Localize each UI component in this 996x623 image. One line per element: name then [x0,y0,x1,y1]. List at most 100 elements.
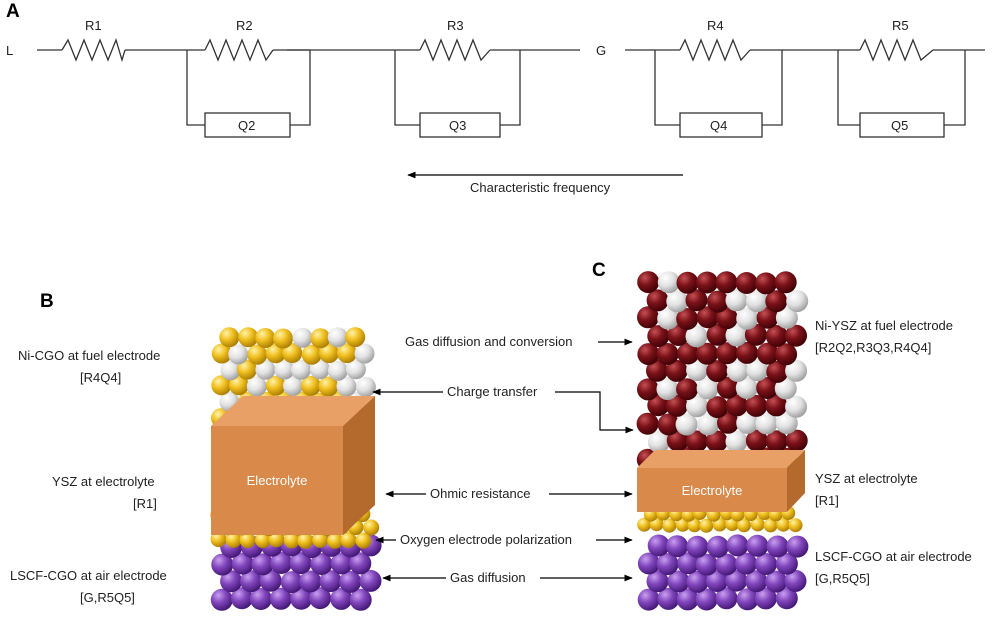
particle [274,359,295,380]
particle [637,552,660,575]
cpe-q2 [204,112,291,138]
particle [255,359,276,380]
particle [211,375,232,396]
cpe-q5-label: Q5 [891,118,908,133]
particle [745,394,768,417]
cell-c-electrolyte-side [787,450,805,512]
particle [696,271,719,294]
particle [707,290,729,313]
particle [705,430,728,453]
frequency-label: Characteristic frequency [470,180,611,195]
r2-q2-parallel-wires [186,49,311,126]
particle [270,552,293,574]
r5-q5-parallel-wires [837,49,966,126]
particle [345,359,366,380]
particle [337,343,357,364]
particle [657,413,680,436]
particle [775,412,798,435]
particle [726,359,749,382]
particle [685,325,708,348]
particle [717,411,739,434]
particle [646,289,669,312]
cell-b-fuel-label: Ni-CGO at fuel electrode [18,348,160,363]
r3-q3-parallel-wires [394,49,521,126]
cell-c-air-electrode-particles [637,534,809,611]
particle [220,360,241,381]
resistor-r2 [204,38,274,62]
particle [667,570,690,593]
particle [647,394,670,417]
gas-diffusion-label: Gas diffusion [450,570,526,585]
particle [706,323,729,346]
particle [318,376,339,397]
particle [666,535,689,558]
resistor-r1-label: R1 [85,18,102,33]
particle [695,588,718,611]
particle [283,375,303,396]
terminal-g-label: G [596,43,606,58]
particle [676,308,699,330]
particle [349,552,372,575]
particle [319,343,339,364]
cell-b-electrolyte-front [211,426,343,535]
particle [637,306,659,329]
particle [736,411,759,434]
particle [637,517,652,532]
particle [687,518,702,533]
particle [273,328,293,349]
particle [230,587,253,610]
particle [291,359,311,380]
particle [716,342,739,365]
resistor-r4 [679,38,751,62]
particle [735,272,758,294]
particle [766,360,789,383]
particle [766,535,789,558]
cell-b-air-code: [G,R5Q5] [80,590,135,605]
particle [231,552,254,575]
particle [637,378,659,401]
particle [736,341,758,364]
cell-b-electrolyte-label: YSZ at electrolyte [52,474,155,489]
particle [339,570,362,593]
cell-b-electrolyte-code: [R1] [133,496,157,511]
cell-c-air-label: LSCF-CGO at air electrode [815,549,972,564]
particle [736,588,759,611]
particle [210,588,233,611]
cell-c-electrolyte-top [637,450,805,468]
particle [647,534,670,557]
particle [746,534,769,557]
particle [746,290,768,313]
particle [755,412,778,435]
particle [756,342,779,365]
particle [765,430,788,453]
particle [309,587,332,610]
particle [310,328,331,349]
particle [715,587,738,610]
cell-b-electrolyte-top [211,396,375,426]
particle [656,343,679,365]
particle [685,430,708,453]
particle [716,376,739,399]
particle [785,359,808,382]
cell-b-air-label: LSCF-CGO at air electrode [10,568,167,583]
particle [637,271,660,294]
particle [676,378,699,401]
particle [725,394,748,417]
particle [666,429,689,452]
particle [686,570,709,593]
particle [292,327,313,348]
particle [310,553,333,575]
particle [686,359,709,382]
particle [246,376,267,397]
particle [765,394,788,417]
particle [247,344,268,365]
particle [735,552,758,575]
particle [774,377,797,400]
cell-c-electrolyte-front [637,468,787,512]
particle [265,375,286,396]
particle [228,344,249,365]
particle [706,396,729,419]
particle [301,344,322,365]
particle [290,587,313,610]
particle [756,306,779,329]
